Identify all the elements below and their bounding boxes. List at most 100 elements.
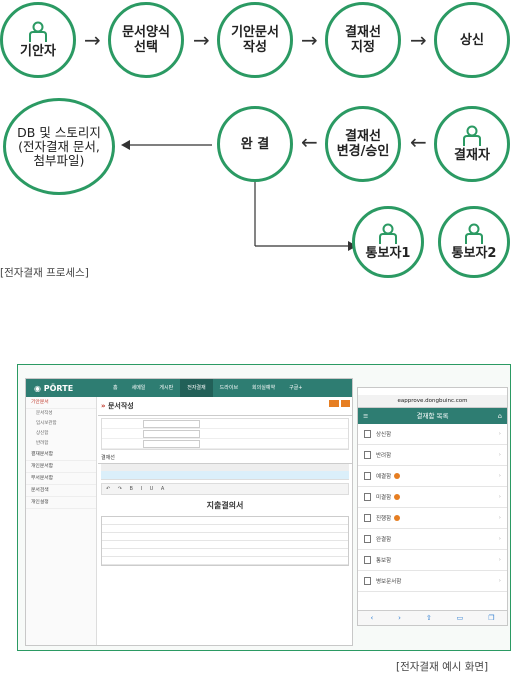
chevron-right-icon: › xyxy=(498,494,501,500)
editor-toolbar[interactable]: ↶ ↷ B I U A xyxy=(101,483,349,495)
change-line-label: 결재선 변경/승인 xyxy=(336,129,390,159)
list-item-label: 병보문서함 xyxy=(376,579,402,585)
list-item[interactable]: 예결함 › xyxy=(358,466,507,487)
drafter-node: 기안자 xyxy=(0,2,76,78)
person-icon xyxy=(29,21,47,42)
tabs-icon[interactable]: ❐ xyxy=(488,614,495,622)
storage-node: DB 및 스토리지 (전자결재 문서, 첨부파일) xyxy=(3,98,115,195)
person-icon xyxy=(379,223,397,244)
menu-icon[interactable]: ≡ xyxy=(363,412,369,420)
list-item[interactable]: 진행함› xyxy=(358,508,507,529)
text-field[interactable] xyxy=(143,429,200,438)
set-line-node: 결재선 지정 xyxy=(325,2,401,78)
action-button[interactable] xyxy=(341,400,350,407)
form-fields xyxy=(101,418,349,450)
grid-row[interactable] xyxy=(102,533,348,541)
notify2-label: 통보자2 xyxy=(451,246,497,261)
sidebar-item[interactable]: 개인설정 xyxy=(26,497,96,509)
storage-label: DB 및 스토리지 (전자결재 문서, 첨부파일) xyxy=(17,124,101,168)
folder-icon xyxy=(364,451,371,459)
nav-item[interactable]: 게시판 xyxy=(159,385,174,391)
sidebar-item[interactable]: 부서문서함 xyxy=(26,473,96,485)
count-badge xyxy=(394,473,401,479)
status-bar xyxy=(358,388,507,395)
arrow-left-icon: ← xyxy=(410,130,427,154)
submit-label: 상신 xyxy=(460,32,484,48)
grid-row[interactable] xyxy=(102,541,348,549)
example-screenshot: ◉ PÖRTE 홈 세메일 게시판 전자결재 드라이브 회의실예약 구글+ 기안… xyxy=(17,364,511,651)
desktop-sidebar: 기안문서 문서작성 임시보관함 상신함 반려함 결재문서함 개인문서함 부서문서… xyxy=(26,397,97,645)
page-title-text: 문서작성 xyxy=(107,402,134,410)
table-row[interactable] xyxy=(101,471,349,480)
list-item-label: 상신함 xyxy=(376,432,392,438)
sidebar-item[interactable]: 기안문서 xyxy=(26,397,96,409)
complete-node: 완 결 xyxy=(217,106,293,182)
set-line-label: 결재선 지정 xyxy=(345,25,381,55)
home-icon[interactable]: ⌂ xyxy=(497,412,502,420)
url-bar[interactable]: eapprove.dongbuinc.com xyxy=(358,395,507,408)
list-item[interactable]: 완결함 › xyxy=(358,529,507,550)
arrow-right-icon: → xyxy=(301,28,318,52)
list-item[interactable]: 반려함› xyxy=(358,445,507,466)
forward-icon[interactable]: › xyxy=(398,614,401,622)
grid-row[interactable] xyxy=(102,549,348,557)
arrow-right-icon: → xyxy=(193,28,210,52)
process-caption: [전자결재 프로세스] xyxy=(0,267,89,279)
folder-icon xyxy=(364,493,371,501)
folder-icon xyxy=(364,556,371,564)
list-item[interactable]: 상신함› xyxy=(358,424,507,445)
browser-toolbar: ‹ › ⇧ ▭ ❐ xyxy=(358,610,507,625)
action-button[interactable] xyxy=(328,400,340,407)
grid-row[interactable] xyxy=(102,525,348,533)
chevron-right-icon: › xyxy=(498,536,501,542)
nav-item[interactable]: 구글+ xyxy=(289,385,303,391)
chevron-right-icon: › xyxy=(498,578,501,584)
sidebar-subitem[interactable]: 상신함 xyxy=(36,431,49,436)
grid-row[interactable] xyxy=(102,557,348,565)
list-item[interactable]: 병보문서함 › xyxy=(358,571,507,592)
complete-label: 완 결 xyxy=(240,136,270,152)
text-field[interactable] xyxy=(143,439,200,448)
desktop-screen: ◉ PÖRTE 홈 세메일 게시판 전자결재 드라이브 회의실예약 구글+ 기안… xyxy=(25,378,353,646)
share-icon[interactable]: ⇧ xyxy=(425,614,432,622)
expense-grid xyxy=(101,516,349,566)
grid-row[interactable] xyxy=(102,517,348,525)
write-doc-label: 기안문서 작성 xyxy=(231,25,279,55)
submit-node: 상신 xyxy=(434,2,510,78)
app-logo: ◉ PÖRTE xyxy=(34,383,74,393)
mobile-screen: eapprove.dongbuinc.com ≡ 결재함 목록 ⌂ 상신함› 반… xyxy=(357,387,508,626)
sidebar-item[interactable]: 결재문서함 xyxy=(26,449,96,461)
action-buttons xyxy=(328,400,350,407)
sidebar-subitem[interactable]: 문서작성 xyxy=(36,411,53,416)
list-item-label: 완결함 xyxy=(376,537,392,543)
nav-item[interactable]: 드라이브 xyxy=(219,385,239,391)
text-field[interactable] xyxy=(143,419,200,428)
list-item[interactable]: 미결함› xyxy=(358,487,507,508)
bookmark-icon[interactable]: ▭ xyxy=(456,614,464,622)
folder-icon xyxy=(364,577,371,585)
sidebar-subitem[interactable]: 반려함 xyxy=(36,441,49,446)
folder-icon xyxy=(364,514,371,522)
nav-item[interactable]: 회의실예약 xyxy=(252,385,276,391)
person-icon xyxy=(463,125,481,146)
sidebar-item[interactable]: 문서검색 xyxy=(26,485,96,497)
arrow-left-icon: ← xyxy=(301,130,318,154)
nav-item[interactable]: 홈 xyxy=(113,385,118,391)
back-icon[interactable]: ‹ xyxy=(370,614,374,622)
chevron-right-icon: › xyxy=(498,473,501,479)
list-item-label: 진행함 xyxy=(376,516,392,522)
sidebar-subitem[interactable]: 임시보관함 xyxy=(36,421,57,426)
list-item[interactable]: 통보함› xyxy=(358,550,507,571)
chevron-right-icon: › xyxy=(498,557,501,563)
list-item-label: 예결함 xyxy=(376,474,392,480)
nav-item[interactable]: 세메일 xyxy=(131,385,146,391)
form-row xyxy=(102,439,348,449)
nav-item-active[interactable]: 전자결재 xyxy=(180,379,213,397)
form-row xyxy=(102,419,348,429)
sidebar-item[interactable]: 개인문서함 xyxy=(26,461,96,473)
approval-table xyxy=(101,464,349,480)
approver-label: 결재자 xyxy=(454,148,490,163)
arrow-right-icon: → xyxy=(84,28,101,52)
notify1-label: 통보자1 xyxy=(365,246,411,261)
arrow-right-icon: → xyxy=(410,28,427,52)
